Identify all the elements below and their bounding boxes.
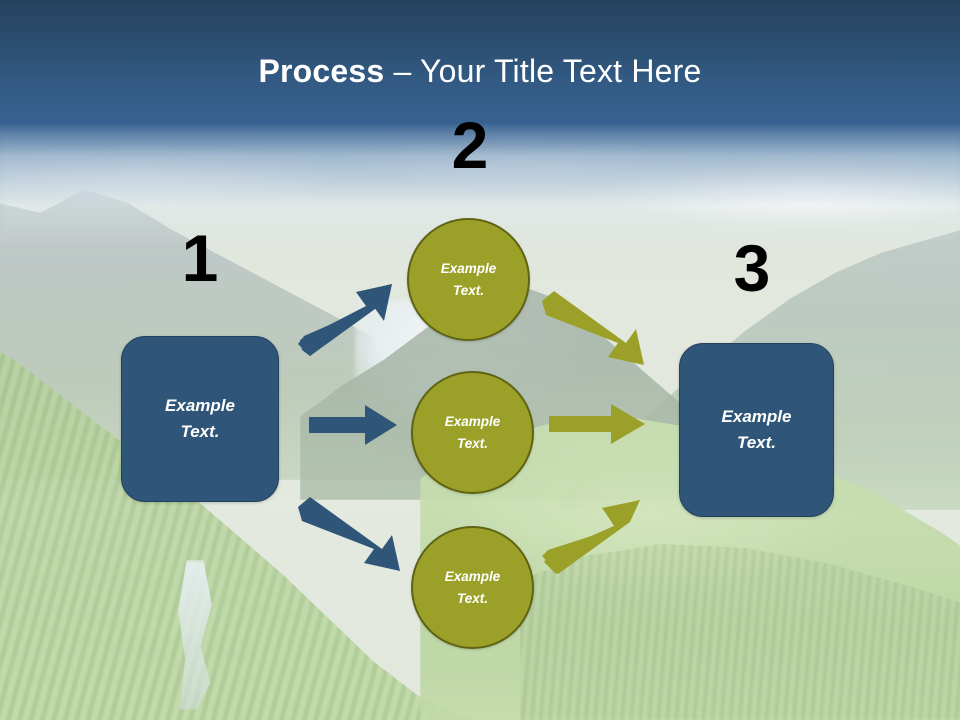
- process-circle-bottom-line1: Example: [444, 568, 501, 584]
- process-end-box[interactable]: Example Text.: [679, 343, 834, 517]
- title-band-fade: [0, 124, 960, 204]
- arrow-bottom-circle-to-end[interactable]: [542, 500, 652, 574]
- arrow-middle-circle-to-end[interactable]: [549, 404, 645, 444]
- process-start-box-line2: Text.: [180, 422, 220, 441]
- arrow-start-to-bottom-circle[interactable]: [296, 497, 404, 575]
- process-circle-top-line1: Example: [440, 260, 497, 276]
- step-number-2: 2: [451, 108, 489, 182]
- process-start-box-line1: Example: [165, 395, 235, 415]
- page-title: Process – Your Title Text Here: [0, 53, 960, 90]
- arrow-start-to-top-circle[interactable]: [296, 280, 400, 356]
- process-circle-middle-line1: Example: [444, 413, 501, 429]
- title-band: [0, 0, 960, 124]
- arrow-start-to-middle-circle[interactable]: [309, 405, 397, 445]
- process-circle-top-line2: Text.: [452, 282, 484, 298]
- process-end-box-line1: Example: [721, 406, 792, 426]
- process-circle-bottom-line2: Text.: [456, 590, 488, 606]
- step-number-1: 1: [181, 221, 219, 295]
- process-circle-bottom[interactable]: Example Text.: [411, 526, 534, 649]
- process-circle-top[interactable]: Example Text.: [407, 218, 530, 341]
- arrow-top-circle-to-end[interactable]: [540, 291, 650, 369]
- process-circle-middle-line2: Text.: [456, 435, 488, 451]
- process-end-box-line2: Text.: [736, 433, 777, 452]
- process-start-box[interactable]: Example Text.: [121, 336, 279, 502]
- process-circle-middle[interactable]: Example Text.: [411, 371, 534, 494]
- page-title-bold: Process: [258, 53, 385, 89]
- page-title-rest: – Your Title Text Here: [384, 53, 702, 89]
- step-number-3: 3: [733, 231, 771, 305]
